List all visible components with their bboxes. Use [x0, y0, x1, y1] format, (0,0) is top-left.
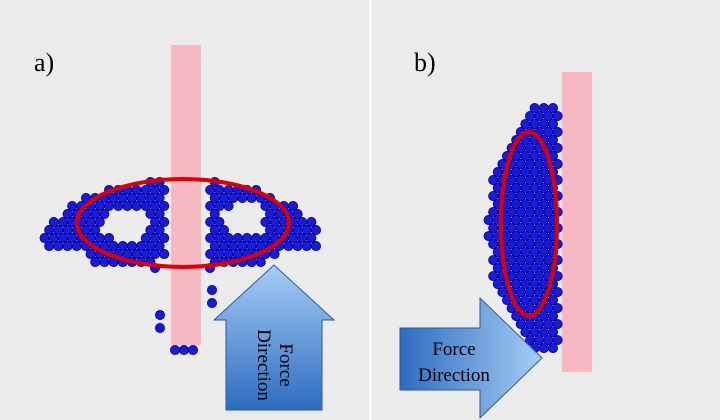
particle	[246, 193, 257, 204]
particle	[154, 322, 165, 333]
particle	[154, 241, 165, 252]
particle	[552, 111, 563, 122]
particle	[122, 201, 133, 212]
particle	[131, 201, 142, 212]
particle	[218, 225, 229, 236]
particle	[94, 217, 105, 228]
highlight-ellipse-a	[75, 177, 291, 269]
particle	[547, 327, 558, 338]
particle	[552, 159, 563, 170]
particle	[547, 119, 558, 130]
particle	[90, 257, 101, 268]
particle	[154, 209, 165, 220]
vertical-plate	[171, 45, 201, 345]
particle	[159, 217, 170, 228]
particle	[178, 344, 189, 355]
particle	[547, 295, 558, 306]
particle	[154, 225, 165, 236]
particle	[90, 225, 101, 236]
particle-cluster-a	[39, 176, 321, 355]
force-arrow-up: Force Direction	[212, 264, 336, 411]
particle	[159, 201, 170, 212]
particle	[187, 344, 198, 355]
particle	[292, 209, 303, 220]
particle	[301, 241, 312, 252]
particle	[62, 241, 73, 252]
arrow-b-text-force: Force	[432, 339, 475, 360]
particle	[552, 127, 563, 138]
particle	[209, 209, 220, 220]
force-arrow-right: Force Direction	[399, 296, 543, 420]
particle	[237, 193, 248, 204]
particle	[538, 343, 549, 354]
particle	[154, 309, 165, 320]
particle	[206, 284, 217, 295]
particle	[159, 185, 170, 196]
particle	[71, 241, 82, 252]
particle	[306, 217, 317, 228]
particle	[99, 209, 110, 220]
particle	[310, 241, 321, 252]
arrow-a-text-force: Force	[275, 343, 296, 386]
panel-b: b) Force Direction	[372, 0, 720, 420]
particle	[269, 249, 280, 260]
panel-a-drawing: Force Direction	[39, 45, 336, 411]
highlight-ellipse-b	[499, 130, 559, 318]
particle	[552, 287, 563, 298]
particle	[547, 311, 558, 322]
arrow-a-text-direction: Direction	[253, 329, 274, 401]
particle	[214, 217, 225, 228]
particle	[223, 201, 234, 212]
particle	[547, 103, 558, 114]
particle	[292, 241, 303, 252]
particle	[113, 201, 124, 212]
particle	[552, 143, 563, 154]
particle	[154, 193, 165, 204]
panel-b-drawing: Force Direction	[399, 72, 592, 420]
vertical-plate-b	[562, 72, 592, 372]
arrow-b-text-direction: Direction	[418, 365, 490, 386]
particle	[159, 249, 170, 260]
panel-a: a) Force Direction	[0, 0, 369, 420]
particle	[104, 233, 115, 244]
particle	[547, 343, 558, 354]
particle	[283, 241, 294, 252]
particle	[44, 241, 55, 252]
particle	[159, 233, 170, 244]
panel-b-label: b)	[414, 48, 436, 77]
particle	[287, 201, 298, 212]
particle	[306, 233, 317, 244]
particle	[99, 257, 110, 268]
particle	[53, 241, 64, 252]
particle	[169, 344, 180, 355]
panel-a-label: a)	[34, 48, 55, 77]
particle	[310, 225, 321, 236]
particle	[552, 335, 563, 346]
particle	[552, 319, 563, 330]
particle	[255, 257, 266, 268]
particle	[547, 135, 558, 146]
particle	[206, 297, 217, 308]
particle	[552, 303, 563, 314]
